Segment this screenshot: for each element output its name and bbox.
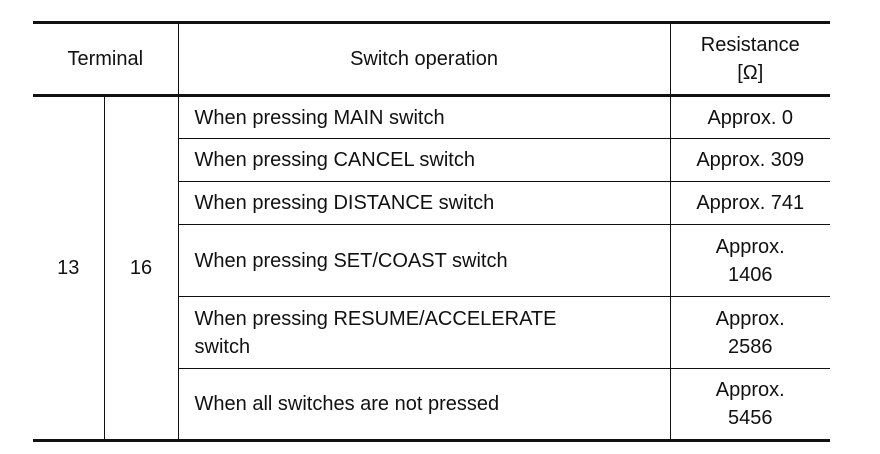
resistance-cell: Approx. 2586 <box>670 296 831 369</box>
resistance-header: Resistance [Ω] <box>670 21 831 97</box>
table-row: When pressing CANCEL switch Approx. 309 <box>33 138 831 182</box>
table-body: 13 16 When pressing MAIN switch Approx. … <box>33 95 831 442</box>
resistance-cell: Approx. 1406 <box>670 224 831 297</box>
operation-cell: When pressing DISTANCE switch <box>178 181 671 225</box>
header-row: Terminal Switch operation Resistance [Ω] <box>33 21 831 97</box>
resistance-cell: Approx. 5456 <box>670 368 831 442</box>
table-row: When pressing SET/COAST switch Approx. 1… <box>33 224 831 297</box>
resistance-value: 2586 <box>728 335 773 358</box>
operation-cell: When all switches are not pressed <box>178 368 671 442</box>
operation-text-line: switch <box>194 335 251 358</box>
resistance-prefix: Approx. <box>715 379 785 401</box>
table-row: When pressing RESUME/ACCELERATE switch A… <box>33 296 831 369</box>
switch-resistance-table: Terminal Switch operation Resistance [Ω]… <box>33 21 831 442</box>
resistance-cell: Approx. 741 <box>670 181 831 225</box>
table-row: 13 16 When pressing MAIN switch Approx. … <box>33 95 831 442</box>
resistance-header-unit: [Ω] <box>737 62 764 84</box>
operation-cell: When pressing SET/COAST switch <box>178 224 671 297</box>
resistance-prefix: Approx. <box>715 235 785 258</box>
operation-cell: When pressing MAIN switch <box>178 95 671 139</box>
resistance-value: 5456 <box>728 407 773 429</box>
terminal-a-cell: 13 <box>33 95 105 442</box>
resistance-value: 1406 <box>728 263 773 286</box>
terminal-header: Terminal <box>33 21 179 97</box>
resistance-cell: Approx. 0 <box>670 95 831 139</box>
terminal-b-cell: 16 <box>104 95 179 442</box>
resistance-cell: Approx. 309 <box>670 138 831 182</box>
operation-cell: When pressing CANCEL switch <box>178 138 671 182</box>
table-header: Terminal Switch operation Resistance [Ω] <box>33 21 831 97</box>
operation-cell: When pressing RESUME/ACCELERATE switch <box>178 296 671 369</box>
operation-text-line: When pressing RESUME/ACCELERATE <box>194 307 557 330</box>
resistance-header-label: Resistance <box>700 34 800 56</box>
table-row: When pressing DISTANCE switch Approx. 74… <box>33 181 831 225</box>
switch-operation-header: Switch operation <box>178 21 671 97</box>
resistance-prefix: Approx. <box>715 307 785 330</box>
table-row: When all switches are not pressed Approx… <box>33 368 831 442</box>
